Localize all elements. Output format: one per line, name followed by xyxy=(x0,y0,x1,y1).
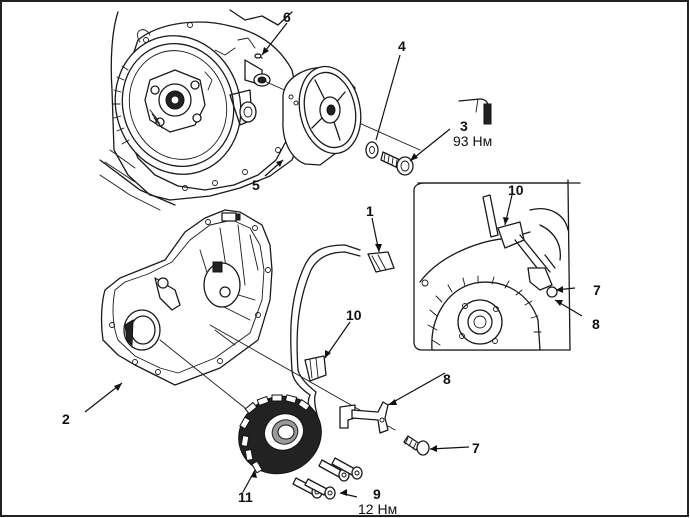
detail-inset xyxy=(413,179,581,351)
callout-7-inset: 7 xyxy=(593,282,601,298)
stator xyxy=(238,394,322,475)
stator-bolts xyxy=(292,457,363,500)
callout-4: 4 xyxy=(398,38,406,54)
callout-10: 10 xyxy=(346,307,362,323)
grommet xyxy=(304,355,327,382)
callout-7: 7 xyxy=(472,440,480,456)
callout-9: 9 xyxy=(373,486,381,502)
callout-2: 2 xyxy=(62,411,70,427)
clamp-bolt xyxy=(403,435,430,456)
callout-3: 3 xyxy=(460,118,468,134)
callout-6: 6 xyxy=(283,9,291,25)
wire-clamp xyxy=(339,401,389,434)
alternator-cover xyxy=(100,209,273,386)
torque-spec-3: 93 Нм xyxy=(453,133,492,149)
engine-crankcase xyxy=(99,9,301,211)
inset-stator xyxy=(427,275,542,351)
callout-11: 11 xyxy=(238,489,253,505)
wire-harness xyxy=(290,244,361,431)
callout-8: 8 xyxy=(443,371,451,387)
connector xyxy=(367,251,395,273)
callout-5: 5 xyxy=(252,177,260,193)
arrowheads xyxy=(114,47,563,496)
callout-10-inset: 10 xyxy=(508,182,524,198)
flywheel-rotor xyxy=(282,65,362,166)
torque-spec-9: 12 Нм xyxy=(358,501,397,517)
flywheel-bolt xyxy=(380,151,414,176)
callout-8-inset: 8 xyxy=(592,316,600,332)
torque-wrench-icon xyxy=(458,98,492,125)
callout-1: 1 xyxy=(366,203,374,219)
washer xyxy=(365,141,379,159)
